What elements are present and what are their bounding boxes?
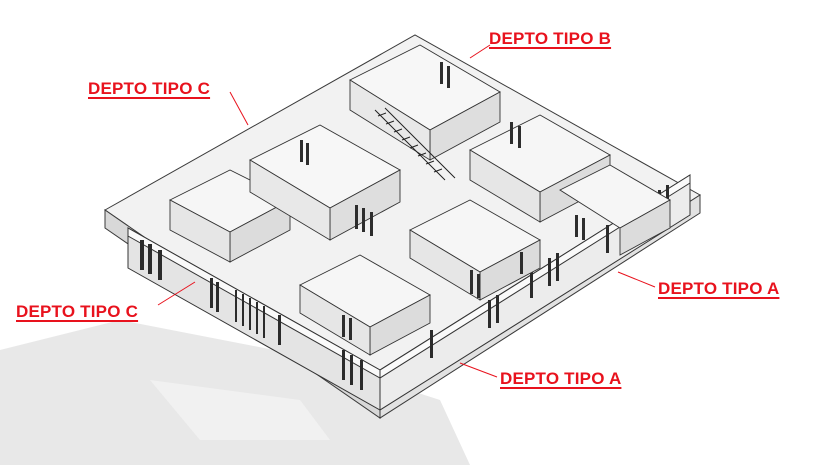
- ground-shadow: [0, 320, 470, 465]
- label-depto-tipo-b: DEPTO TIPO B: [489, 29, 612, 48]
- label-depto-tipo-a-bottom: DEPTO TIPO A: [500, 369, 622, 388]
- label-depto-tipo-c-top: DEPTO TIPO C: [88, 79, 211, 98]
- interior-rooms: [169, 44, 671, 356]
- stair: [374, 107, 456, 181]
- interior-details: [300, 62, 585, 340]
- leader-tipo-c-top: [229, 91, 249, 126]
- facade-windows-left: [140, 240, 363, 390]
- leader-tipo-c-left: [157, 281, 196, 306]
- label-depto-tipo-a-right: DEPTO TIPO A: [658, 279, 780, 298]
- leader-tipo-b: [469, 44, 491, 59]
- leader-tipo-a-bottom: [459, 362, 498, 378]
- facade-walls: [127, 174, 691, 411]
- leader-tipo-a-right: [617, 271, 656, 288]
- label-depto-tipo-c-left: DEPTO TIPO C: [16, 302, 139, 321]
- leader-lines: [157, 44, 656, 378]
